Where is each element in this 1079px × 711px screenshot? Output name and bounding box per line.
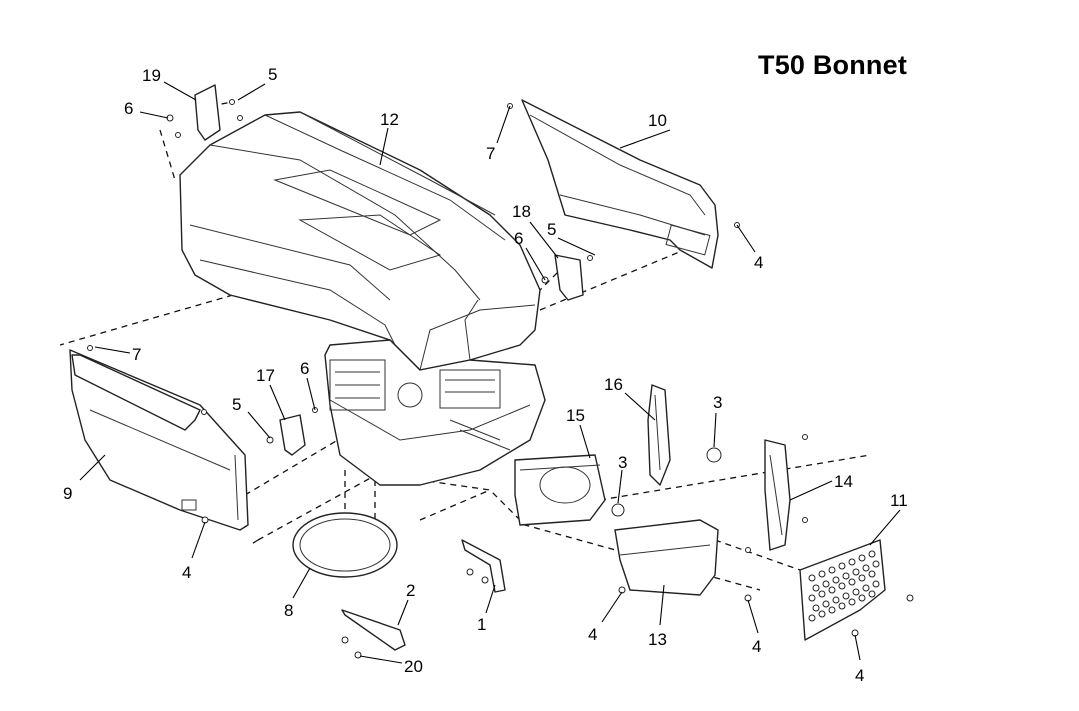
hardware	[166, 99, 914, 659]
grille-hole	[822, 580, 830, 588]
bulb-3-upper	[706, 447, 722, 463]
grille-hole	[848, 598, 856, 606]
grille-hole	[872, 580, 880, 588]
diagram-title: T50 Bonnet	[758, 50, 908, 80]
callout-1: 1	[477, 615, 486, 634]
grille-hole	[838, 562, 846, 570]
callout-7: 7	[132, 345, 141, 364]
callout-labels: 19 5 6 12 7 10 18 5 6 4 7 17 6 5 9 4 15 …	[63, 65, 908, 685]
callout-3: 3	[713, 393, 722, 412]
grille-hole	[812, 584, 820, 592]
callout-4: 4	[588, 625, 597, 644]
grille-hole	[852, 568, 860, 576]
leader-lines	[79, 81, 901, 664]
callout-19: 19	[142, 66, 161, 85]
grille-hole	[858, 594, 866, 602]
callout-13: 13	[648, 630, 667, 649]
grille-hole	[812, 604, 820, 612]
callout-4: 4	[754, 253, 763, 272]
grille-hole	[828, 566, 836, 574]
grille-hole	[868, 570, 876, 578]
side-panel-left	[69, 345, 249, 531]
callout-5: 5	[232, 395, 241, 414]
grille-hole	[862, 564, 870, 572]
grille-hole	[828, 606, 836, 614]
grille-hole	[828, 586, 836, 594]
grille-hole	[832, 596, 840, 604]
callout-3: 3	[618, 453, 627, 472]
callout-12: 12	[380, 110, 399, 129]
callout-9: 9	[63, 484, 72, 503]
callout-7: 7	[486, 144, 495, 163]
grille-hole	[842, 592, 850, 600]
mesh-grille-11	[799, 539, 886, 641]
grille-hole	[848, 578, 856, 586]
harness-14	[764, 439, 791, 551]
grille-hole	[862, 584, 870, 592]
grille-hole	[818, 570, 826, 578]
lower-cover-13	[614, 519, 719, 596]
grille-hole	[838, 602, 846, 610]
side-panel-right	[507, 99, 719, 269]
callout-4: 4	[182, 563, 191, 582]
grille-hole	[818, 610, 826, 618]
callout-6: 6	[300, 359, 309, 378]
callout-8: 8	[284, 601, 293, 620]
grille-hole	[842, 572, 850, 580]
grille-housing	[324, 339, 546, 486]
grille-hole	[858, 574, 866, 582]
callout-10: 10	[648, 111, 667, 130]
callout-4: 4	[855, 666, 864, 685]
harness-16	[647, 384, 671, 486]
grille-hole	[872, 560, 880, 568]
callout-4: 4	[752, 637, 761, 656]
grille-hole	[838, 582, 846, 590]
grille-hole	[832, 576, 840, 584]
light-holder-15	[514, 454, 606, 526]
callout-11: 11	[890, 491, 908, 510]
bracket-17	[279, 414, 306, 456]
bracket-19	[194, 84, 221, 141]
bracket-18	[554, 254, 584, 301]
bracket-2	[341, 609, 406, 651]
callout-5: 5	[547, 220, 556, 239]
bulb-3-lower	[611, 503, 625, 517]
grille-hole	[858, 554, 866, 562]
callout-6: 6	[124, 99, 133, 118]
grille-hole	[848, 558, 856, 566]
grille-hole	[818, 590, 826, 598]
grille-hole	[808, 614, 816, 622]
grille-hole	[868, 590, 876, 598]
callout-6: 6	[514, 229, 523, 248]
grille-hole	[808, 574, 816, 582]
callout-20: 20	[404, 657, 423, 676]
callout-14: 14	[834, 472, 853, 491]
grille-hole	[852, 588, 860, 596]
callout-2: 2	[406, 581, 415, 600]
callout-16: 16	[604, 375, 623, 394]
callout-17: 17	[256, 366, 275, 385]
bracket-1	[461, 539, 506, 593]
callout-18: 18	[512, 202, 531, 221]
callout-5: 5	[268, 65, 277, 84]
lamp-ring-8	[292, 512, 398, 578]
bonnet-shell	[179, 111, 541, 371]
grille-hole	[822, 600, 830, 608]
grille-hole	[808, 594, 816, 602]
grille-hole	[868, 550, 876, 558]
callout-15: 15	[566, 406, 585, 425]
